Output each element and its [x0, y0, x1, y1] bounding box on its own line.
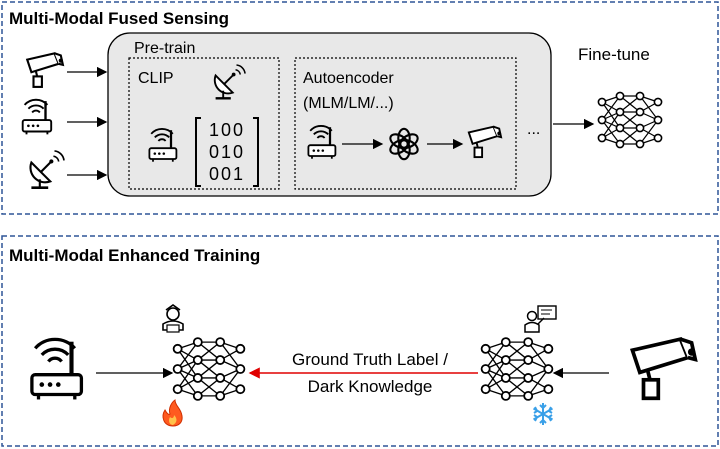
clip-label: CLIP [138, 70, 174, 87]
fused-sensing-title: Multi-Modal Fused Sensing [9, 9, 229, 28]
dark-knowledge-label: Dark Knowledge [308, 377, 433, 396]
ground-truth-label: Ground Truth Label / [292, 350, 448, 369]
matrix-row-2: 010 [209, 142, 245, 162]
student-icon [162, 304, 184, 333]
matrix-row-3: 001 [209, 164, 245, 184]
autoencoder-label: Autoencoder [303, 70, 394, 87]
pretrain-box [107, 32, 552, 197]
identity-matrix: 100 010 001 [195, 117, 259, 187]
fire-icon [162, 399, 183, 427]
ellipsis: ... [527, 121, 540, 138]
snowflake-icon [532, 403, 554, 425]
matrix-row-1: 100 [209, 120, 245, 140]
enhanced-training-panel [1, 235, 719, 447]
teacher-icon [524, 305, 557, 333]
pretrain-label: Pre-train [134, 40, 195, 57]
clip-box [128, 57, 280, 190]
finetune-label: Fine-tune [578, 45, 650, 64]
autoencoder-sublabel: (MLM/LM/...) [303, 95, 394, 112]
enhanced-training-title: Multi-Modal Enhanced Training [9, 246, 260, 265]
